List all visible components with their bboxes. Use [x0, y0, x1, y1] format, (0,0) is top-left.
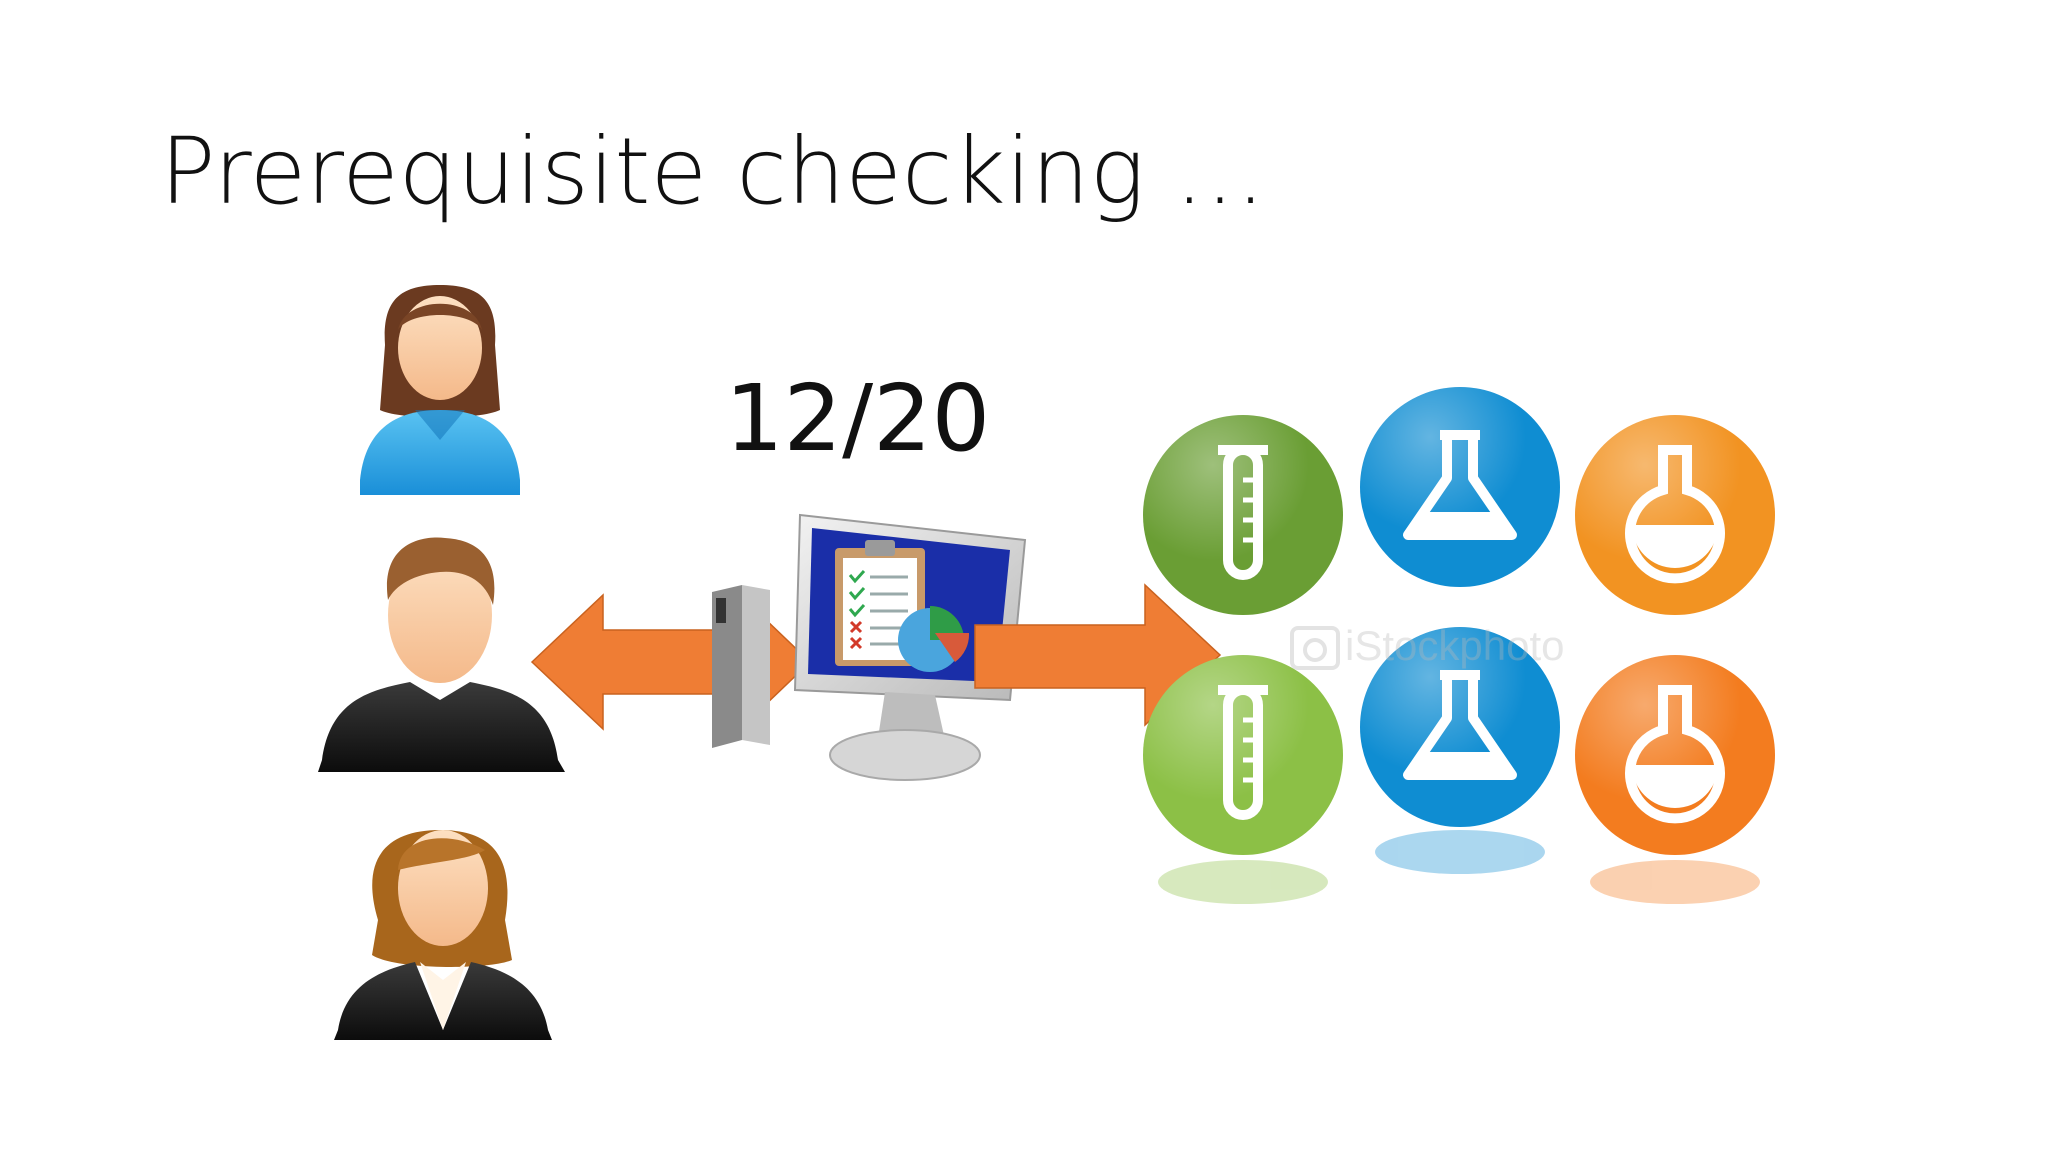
conical-flask-icon [1360, 627, 1560, 827]
reflection-decoration [1158, 830, 1760, 904]
man-black-icon [318, 537, 565, 772]
score-label: 12/20 [725, 365, 991, 472]
pie-chart-icon [898, 606, 970, 672]
camera-icon [1290, 626, 1340, 670]
watermark: iStockphoto [1290, 622, 1564, 670]
woman-black-icon [334, 830, 552, 1040]
round-flask-icon [1575, 415, 1775, 615]
test-tube-icon [1143, 655, 1343, 855]
computer-icon [712, 513, 1027, 781]
clipboard-checklist-icon [835, 540, 925, 666]
woman-blue-icon [360, 285, 520, 495]
test-tube-icon [1143, 415, 1343, 615]
tower-button-icon [716, 598, 726, 623]
conical-flask-icon [1360, 387, 1560, 587]
watermark-text: iStockphoto [1345, 622, 1564, 669]
round-flask-icon [1575, 655, 1775, 855]
slide-title: Prerequisite checking … [160, 118, 1267, 225]
